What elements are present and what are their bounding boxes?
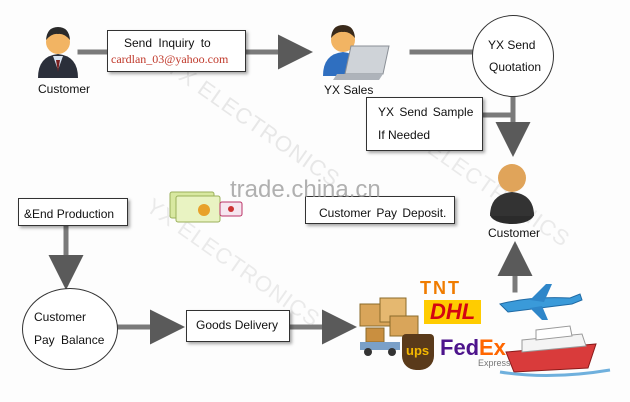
send-sample-box [366,97,483,151]
pay-balance-circle [22,288,118,370]
goods-delivery-text: Goods Delivery [196,318,279,332]
quotation-line-2: Quotation [489,60,542,74]
send-inquiry-box [107,30,246,72]
ups-logo: ups [402,334,434,370]
quotation-circle [472,15,554,97]
fedex-logo-ex: Ex [479,335,506,360]
send-inquiry-text: Send Inquiry to [124,36,211,50]
trade-watermark: trade.china.cn [230,176,381,203]
ups-logo-text: ups [406,343,430,358]
pay-balance-line-1: Customer [34,310,87,324]
end-production-text: &End Production [24,207,115,221]
quotation-line-1: YX Send [488,38,536,52]
pay-balance-line-2: Pay Balance [34,333,105,347]
send-sample-line-1: YX Send Sample [378,105,474,119]
yx-sales-label: YX Sales [324,83,374,97]
dhl-logo: DHL [424,300,482,324]
end-production-box [18,198,128,226]
customer-top-label: Customer [38,82,91,96]
fedex-express-label: Express [478,358,511,368]
goods-delivery-box [186,310,290,342]
fedex-logo-fed: Fed [440,335,480,360]
pay-deposit-box [305,196,455,224]
pay-deposit-text: Customer Pay Deposit. [319,206,447,220]
inquiry-email: cardlan_03@yahoo.com [111,52,229,66]
send-sample-line-2: If Needed [378,128,431,142]
customer-right-label: Customer [488,226,541,240]
tnt-logo: TNT [420,278,461,298]
